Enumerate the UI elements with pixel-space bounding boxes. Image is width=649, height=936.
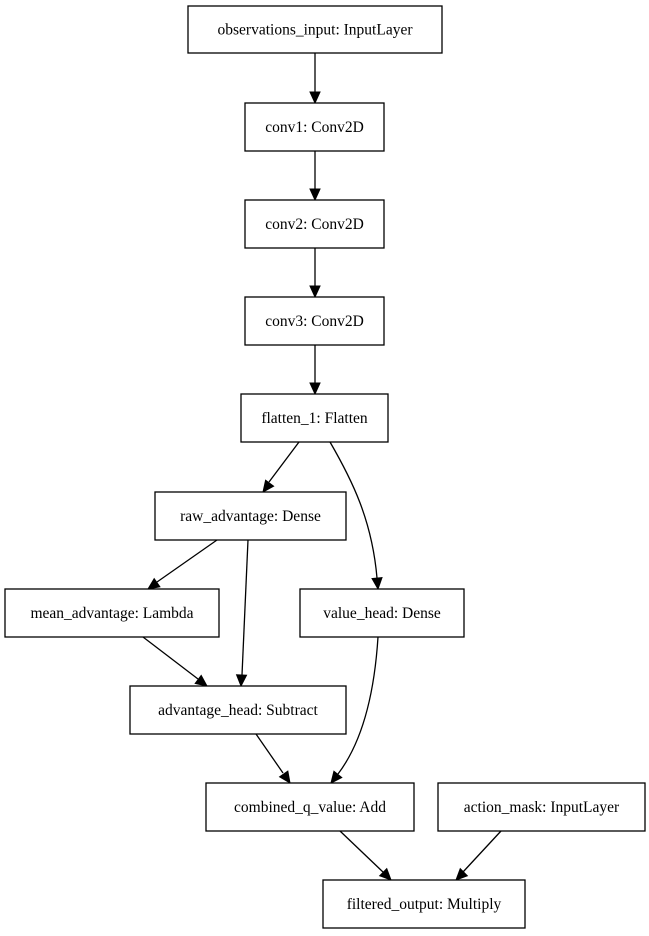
- edge-raw-advantage-to-advantage-head: [235, 539, 249, 688]
- node-flatten-1: flatten_1: Flatten: [240, 393, 389, 443]
- edges-layer: [142, 53, 502, 881]
- edge-conv3-to-flatten-1: [309, 345, 321, 396]
- node-conv1: conv1: Conv2D: [244, 102, 385, 152]
- arrowhead: [309, 188, 321, 202]
- node-label: observations_input: InputLayer: [218, 22, 414, 39]
- node-box: [4, 588, 220, 638]
- arrowhead: [235, 674, 248, 688]
- node-label: filtered_output: Multiply: [347, 896, 502, 913]
- node-box: [244, 296, 385, 346]
- edge-flatten-1-to-raw-advantage: [262, 441, 300, 493]
- arrowhead: [194, 674, 208, 687]
- node-mean-advantage: mean_advantage: Lambda: [4, 588, 220, 638]
- edge-observations-input-to-conv1: [309, 53, 321, 105]
- edge-advantage-head-to-combined-q-value: [255, 733, 291, 784]
- node-label: advantage_head: Subtract: [158, 702, 318, 719]
- node-conv3: conv3: Conv2D: [244, 296, 385, 346]
- arrowhead: [262, 479, 275, 493]
- node-filtered-output: filtered_output: Multiply: [322, 879, 526, 929]
- edge-conv2-to-conv3: [309, 248, 321, 299]
- edge-action-mask-to-filtered-output: [455, 830, 502, 881]
- node-box: [205, 782, 415, 832]
- node-label: conv3: Conv2D: [265, 313, 364, 330]
- node-value-head: value_head: Dense: [299, 588, 465, 638]
- node-label: value_head: Dense: [323, 605, 441, 622]
- edge-conv1-to-conv2: [309, 151, 321, 202]
- node-observations-input: observations_input: InputLayer: [187, 5, 443, 54]
- arrowhead: [330, 770, 343, 784]
- edge-line: [337, 636, 379, 775]
- arrowhead: [309, 285, 321, 299]
- node-label: raw_advantage: Dense: [180, 508, 321, 525]
- node-label: combined_q_value: Add: [234, 799, 386, 816]
- nodes-layer: observations_input: InputLayer conv1: Con…: [4, 5, 646, 929]
- node-label: conv1: Conv2D: [265, 119, 364, 136]
- arrowhead: [278, 770, 291, 784]
- node-label: action_mask: InputLayer: [464, 799, 620, 816]
- node-box: [437, 782, 646, 832]
- edge-raw-advantage-to-mean-advantage: [147, 539, 218, 590]
- node-box: [187, 5, 443, 54]
- edge-line: [156, 539, 218, 583]
- node-label: conv2: Conv2D: [265, 216, 364, 233]
- edge-line: [329, 441, 378, 579]
- node-advantage-head: advantage_head: Subtract: [129, 685, 347, 735]
- edge-value-head-to-combined-q-value: [330, 636, 379, 784]
- node-box: [244, 102, 385, 152]
- edge-line: [268, 441, 300, 483]
- arrowhead: [309, 91, 321, 105]
- edge-line: [255, 733, 284, 774]
- node-conv2: conv2: Conv2D: [244, 199, 385, 249]
- edge-mean-advantage-to-advantage-head: [142, 636, 208, 687]
- edge-flatten-1-to-value-head: [329, 441, 383, 591]
- node-box: [322, 879, 526, 929]
- edge-line: [241, 539, 249, 676]
- arrowhead: [309, 382, 321, 396]
- edge-line: [142, 636, 199, 680]
- node-box: [240, 393, 389, 443]
- edge-line: [339, 830, 384, 873]
- arrowhead: [455, 867, 469, 881]
- node-label: mean_advantage: Lambda: [30, 605, 193, 622]
- edge-combined-q-value-to-filtered-output: [339, 830, 392, 881]
- node-box: [154, 491, 347, 541]
- node-box: [244, 199, 385, 249]
- edge-line: [462, 830, 502, 873]
- arrowhead: [371, 577, 383, 591]
- arrowhead: [147, 577, 161, 590]
- node-box: [129, 685, 347, 735]
- arrowhead: [378, 867, 392, 881]
- node-raw-advantage: raw_advantage: Dense: [154, 491, 347, 541]
- node-combined-q-value: combined_q_value: Add: [205, 782, 415, 832]
- node-box: [299, 588, 465, 638]
- node-label: flatten_1: Flatten: [261, 410, 368, 427]
- node-action-mask: action_mask: InputLayer: [437, 782, 646, 832]
